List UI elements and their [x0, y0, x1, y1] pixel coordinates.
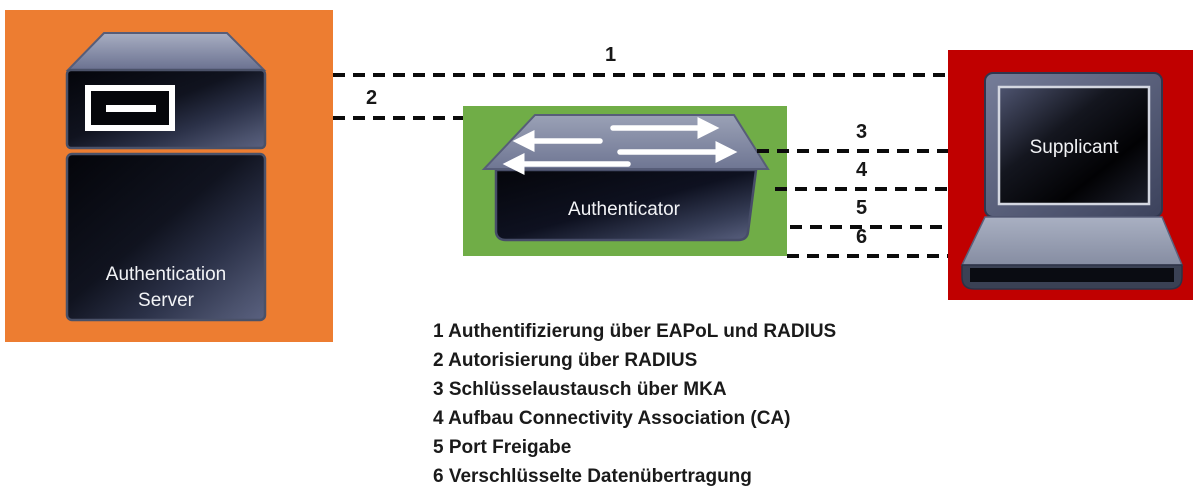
legend: 1 Authentifizierung über EAPoL und RADIU…: [433, 317, 953, 491]
server-label-line1: Authentication: [106, 264, 226, 285]
link-number-2: 2: [366, 87, 378, 109]
link-number-4: 4: [856, 159, 868, 181]
legend-item-2: 2 Autorisierung über RADIUS: [433, 350, 698, 371]
legend-item-1: 1 Authentifizierung über EAPoL und RADIU…: [433, 321, 837, 342]
server-label-line2: Server: [138, 290, 195, 311]
legend-item-3: 3 Schlüsselaustausch über MKA: [433, 379, 727, 400]
connection-line-2: [333, 116, 463, 120]
laptop-front-slot: [970, 268, 1174, 282]
connection-line-5: [790, 225, 948, 229]
server-icon: Authentication Server: [65, 32, 267, 322]
legend-item-4: 4 Aufbau Connectivity Association (CA): [433, 408, 791, 429]
switch-front-face: [494, 168, 758, 242]
authenticator-label: Authenticator: [568, 199, 681, 220]
connection-line-4: [775, 187, 948, 191]
laptop-keyboard-base: [960, 216, 1184, 266]
connection-line-3: [757, 149, 948, 153]
legend-item-5: 5 Port Freigabe: [433, 437, 572, 458]
link-number-5: 5: [856, 197, 868, 219]
server-lower-unit: [65, 152, 267, 322]
connection-line-6: [787, 254, 948, 258]
link-number-6: 6: [856, 226, 868, 248]
link-number-3: 3: [856, 121, 868, 143]
supplicant-label: Supplicant: [1030, 137, 1119, 158]
server-drive-slot-bar: [106, 105, 156, 112]
link-number-1: 1: [605, 44, 617, 66]
server-top-face: [65, 32, 267, 71]
laptop-icon: Supplicant: [960, 72, 1184, 290]
laptop-screen: [997, 85, 1151, 206]
switch-traffic-arrows-icon: [502, 117, 738, 175]
server-drive-slot-icon: [85, 85, 175, 131]
connection-line-1: [333, 73, 949, 77]
legend-item-6: 6 Verschlüsselte Datenübertragung: [433, 466, 752, 487]
switch-icon: Authenticator: [481, 114, 770, 242]
